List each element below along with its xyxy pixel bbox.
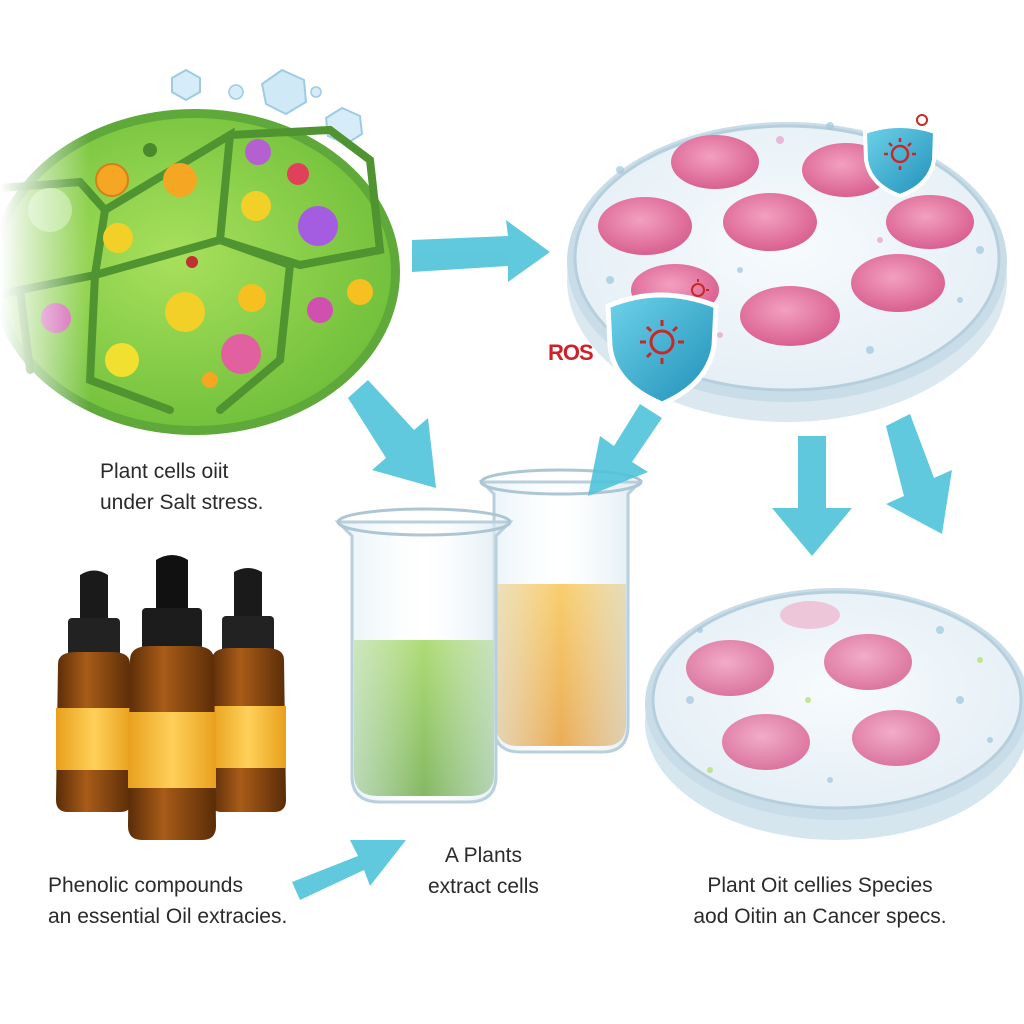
arrow-up-right	[292, 840, 406, 900]
virus-icon	[691, 279, 709, 297]
extract-caption: A Plants extract cells	[428, 840, 539, 902]
virus-icon	[916, 114, 928, 126]
caption-line: an essential Oil extracies.	[48, 905, 288, 928]
caption-line: under Salt stress.	[100, 491, 264, 514]
caption-line: A Plants	[444, 844, 522, 867]
colony	[686, 640, 774, 696]
shield-small	[862, 114, 938, 199]
beaker-green	[334, 507, 514, 804]
virus-icon	[884, 138, 916, 170]
essential-oil-bottles	[56, 555, 286, 840]
caption-line: aod Oitin an Cancer specs.	[693, 905, 947, 928]
shield-large	[605, 279, 719, 407]
colony	[852, 710, 940, 766]
ros-label: ROS	[548, 340, 594, 365]
caption-line: Plant Oit cellies Species	[707, 874, 933, 897]
cell-colonies	[686, 601, 940, 770]
flow-arrows	[292, 220, 952, 900]
colony	[740, 286, 840, 346]
plant-cell-tissue	[0, 100, 400, 440]
bottle	[128, 555, 216, 840]
arrow-down	[772, 436, 852, 556]
virus-icon	[640, 320, 684, 364]
arrow-right	[412, 220, 550, 282]
caption-line: Phenolic compounds	[48, 874, 243, 897]
bottle	[56, 570, 132, 812]
caption-line: extract cells	[428, 875, 539, 898]
colony	[671, 135, 759, 189]
petri-dish-bottom	[645, 588, 1024, 840]
colony	[886, 195, 974, 249]
salt-crystals	[171, 68, 364, 146]
salt-crystal-icon	[310, 86, 322, 98]
phenolic-caption: Phenolic compounds an essential Oil extr…	[48, 870, 287, 932]
bottle	[210, 568, 286, 812]
plant-cells-caption: Plant cells oiit under Salt stress.	[100, 456, 263, 518]
arrow-down-left	[348, 380, 436, 488]
colony	[824, 634, 912, 690]
colony	[722, 714, 810, 770]
salt-crystal-icon	[260, 68, 308, 116]
colony	[851, 254, 945, 312]
cancer-caption: Plant Oit cellies Species aod Oitin an C…	[670, 870, 970, 932]
salt-crystal-icon	[171, 68, 201, 102]
arrow-down-right	[886, 414, 952, 534]
arrow-down-left-2	[588, 404, 662, 496]
shield-icon	[605, 292, 719, 407]
colony	[780, 601, 840, 629]
caption-line: Plant cells oiit	[100, 460, 229, 483]
salt-crystal-icon	[228, 84, 244, 100]
colony	[598, 197, 692, 255]
colony	[723, 193, 817, 251]
beaker-orange	[478, 468, 644, 754]
